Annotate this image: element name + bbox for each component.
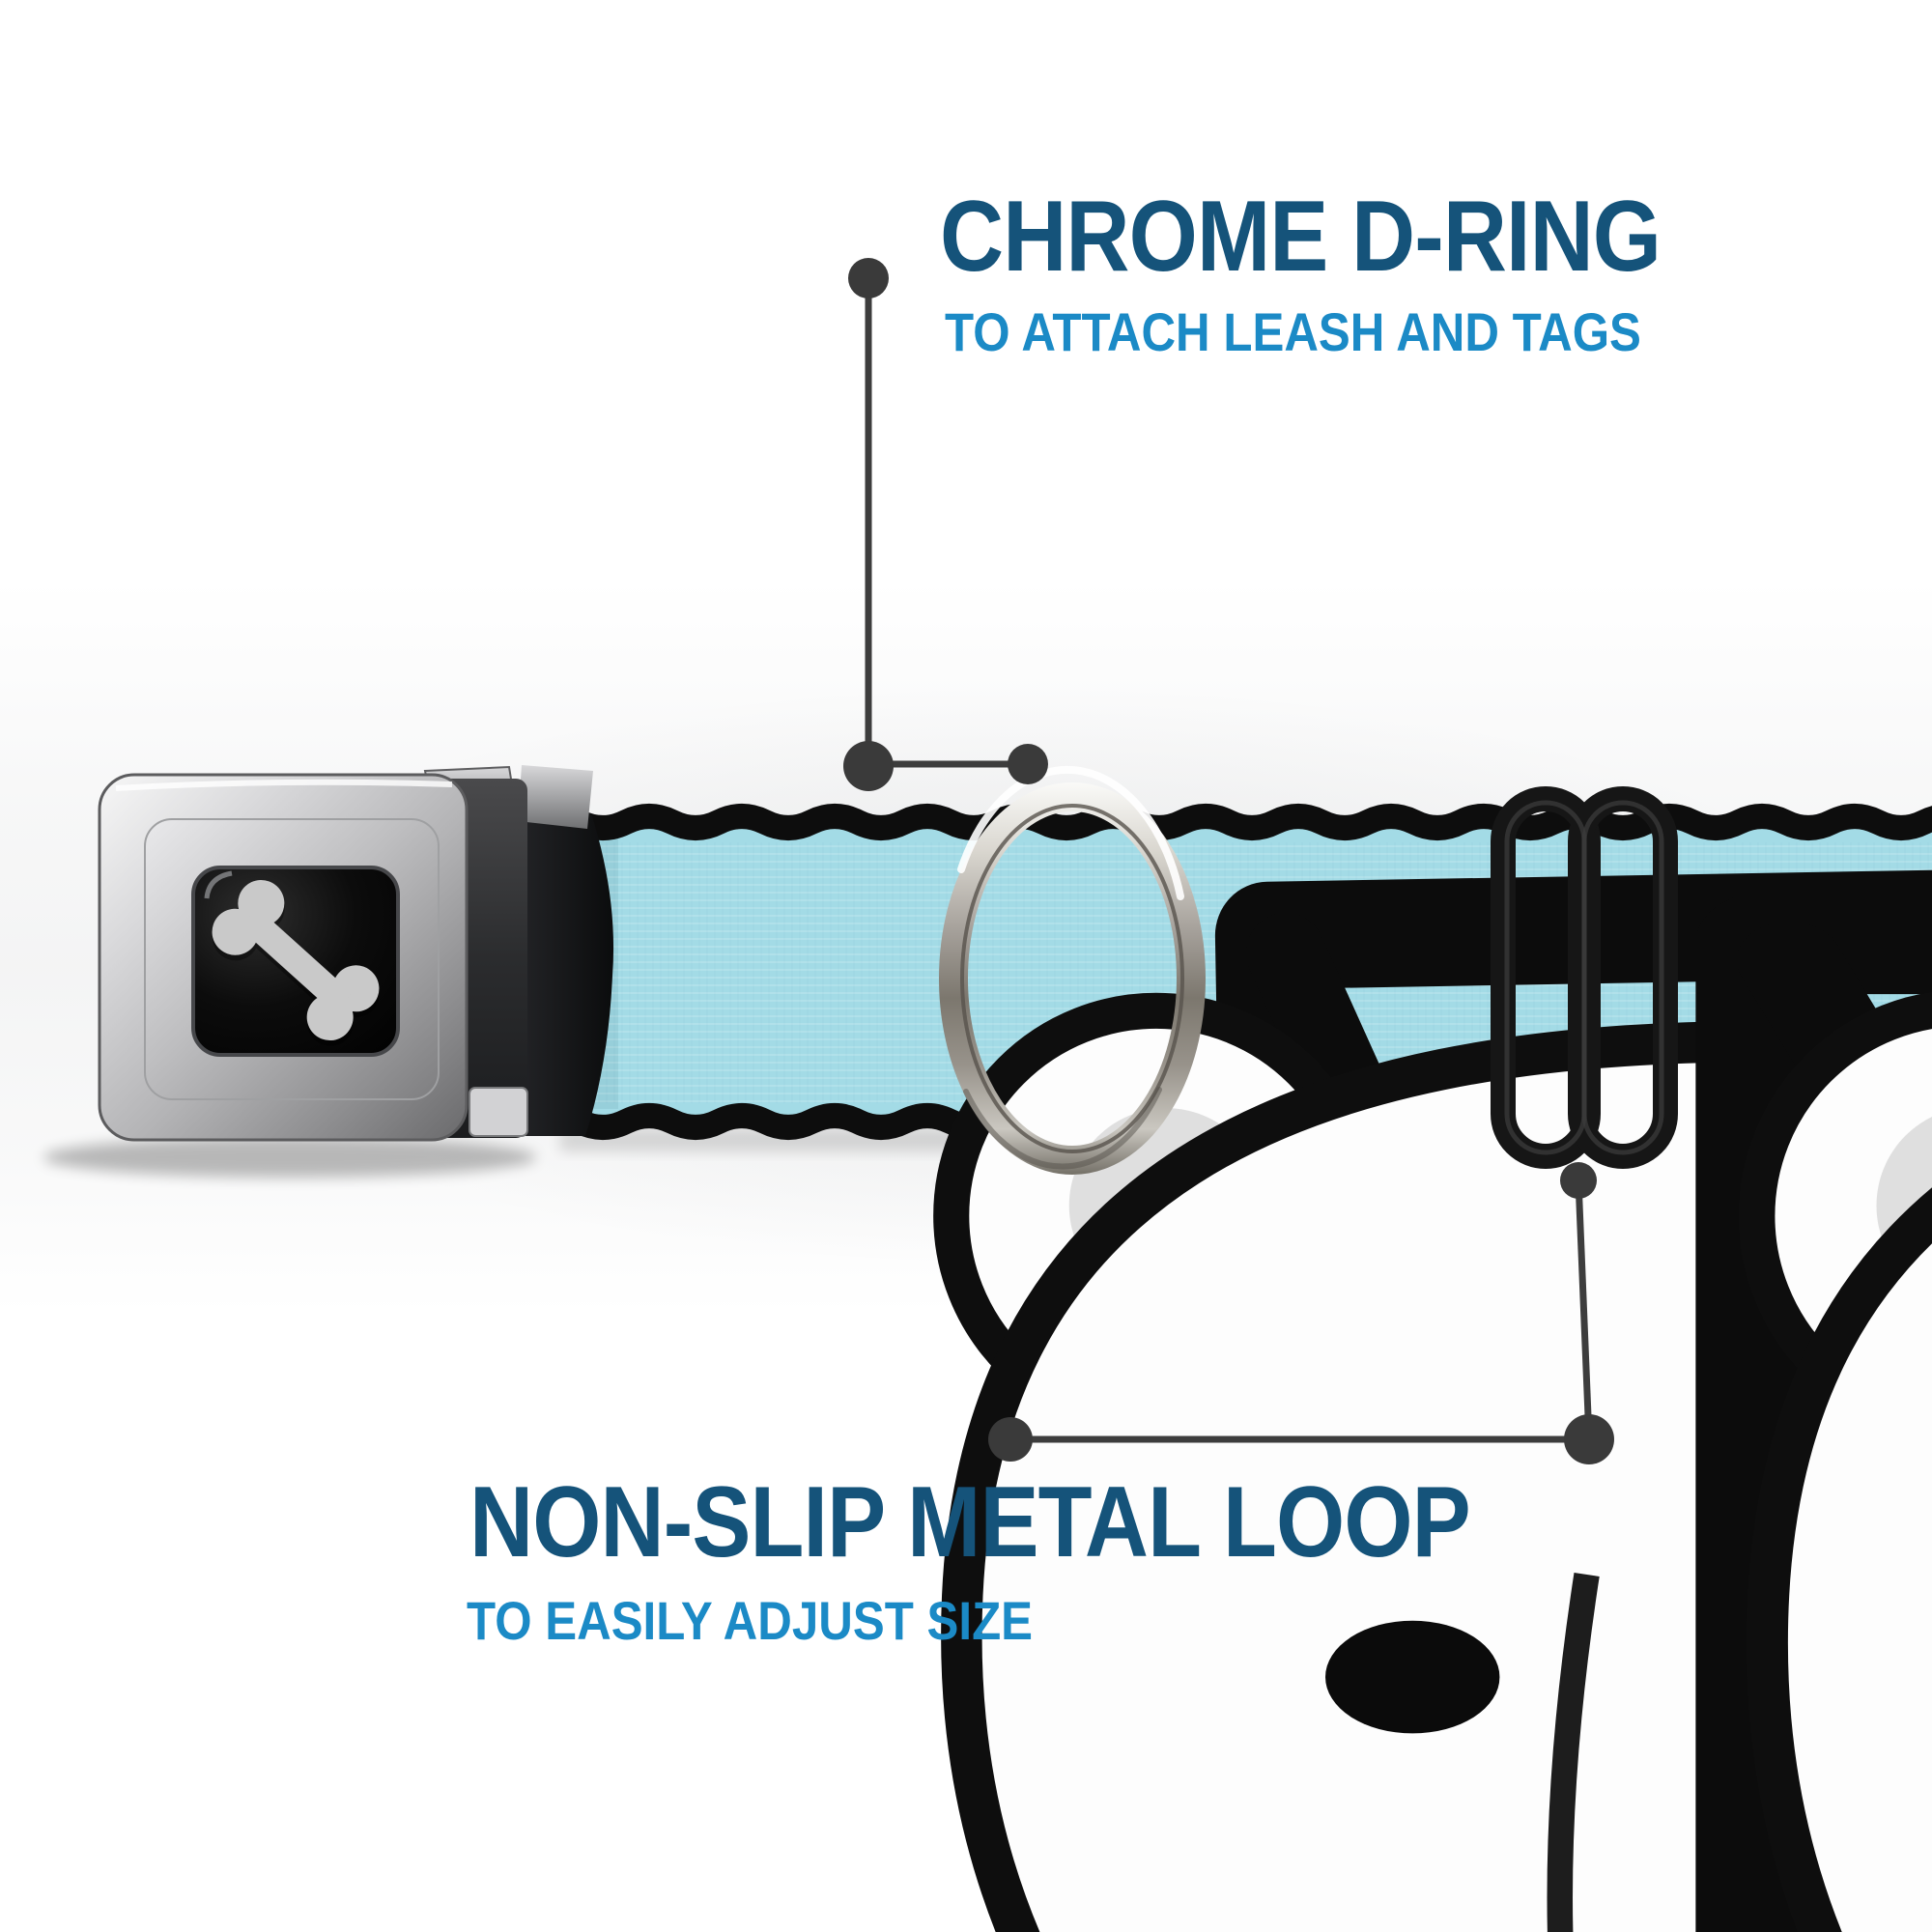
callout-connector-loop xyxy=(988,1162,1614,1464)
callout-dot xyxy=(988,1417,1033,1462)
callout-connector-dring xyxy=(843,258,1048,791)
callout-dot xyxy=(843,741,894,791)
callout-title-d-ring: CHROME D-RING xyxy=(940,181,1662,293)
webbing-pattern xyxy=(952,922,1932,1932)
buckle-top-highlight xyxy=(115,779,453,791)
callout-subtitle-metal-loop: TO EASILY ADJUST SIZE xyxy=(467,1590,1034,1651)
callout-title-metal-loop: NON-SLIP METAL LOOP xyxy=(469,1466,1471,1578)
ring-lower-shade xyxy=(963,1087,1162,1170)
buckle-bottom-tab xyxy=(469,1087,528,1137)
seatbelt-buckle xyxy=(98,765,528,1142)
dog-bone-icon xyxy=(212,879,380,1046)
latch-tongue xyxy=(518,765,593,829)
webbing-fold xyxy=(504,765,614,1136)
metal-slide-loop xyxy=(1491,786,1678,1169)
callout-dot xyxy=(848,258,889,298)
callout-dot xyxy=(1008,744,1048,784)
ring-highlight xyxy=(957,765,1184,900)
webbing-top-edge xyxy=(527,804,1932,840)
window-rim-highlight xyxy=(204,870,233,899)
polar-bear-face-icon xyxy=(1757,1008,1932,1932)
chrome-d-ring xyxy=(939,765,1206,1175)
callout-dot xyxy=(1560,1162,1597,1199)
callout-subtitle-d-ring: TO ATTACH LEASH AND TAGS xyxy=(945,301,1641,362)
callout-dot xyxy=(1564,1414,1614,1464)
